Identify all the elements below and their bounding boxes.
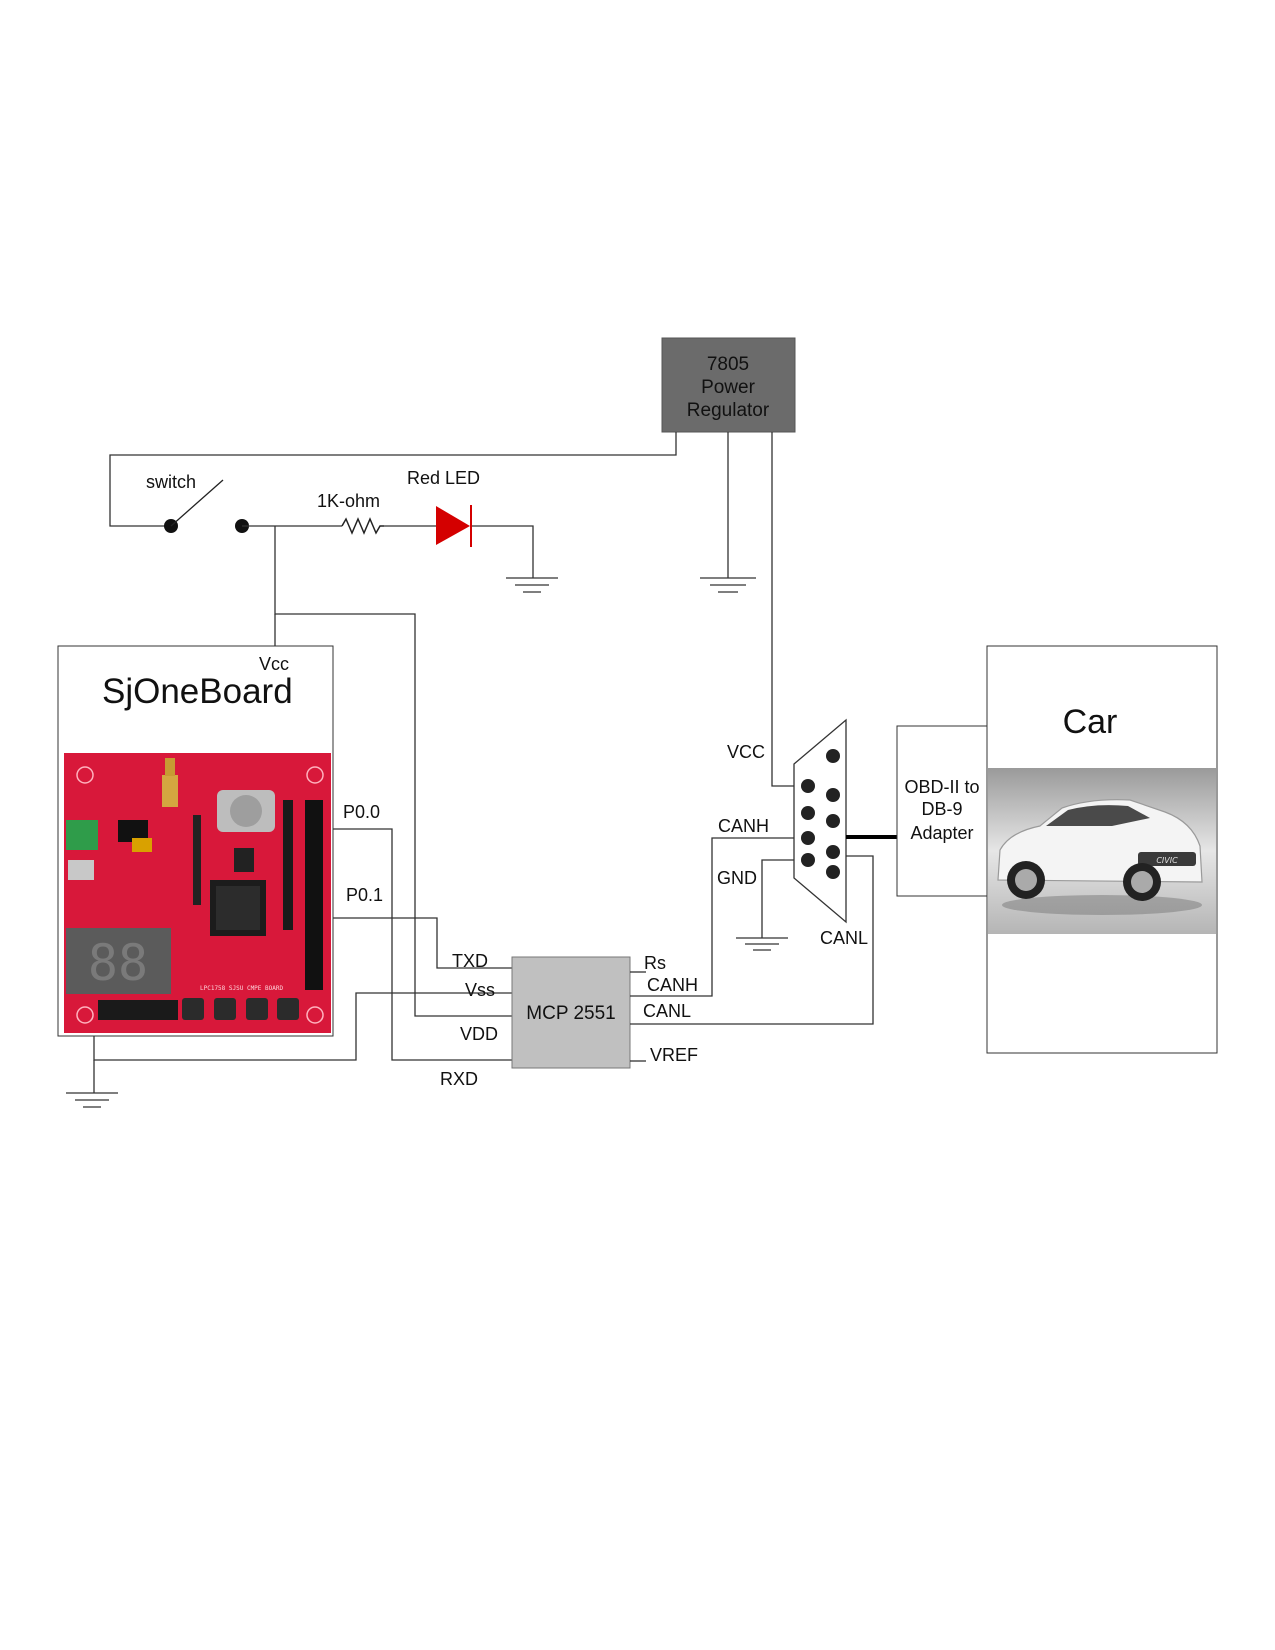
regulator-label-line2: Power — [701, 377, 756, 398]
mcp2551-chip — [511, 956, 631, 1069]
db9-canl-label: CANL — [820, 928, 868, 948]
switch-label: switch — [146, 472, 196, 492]
regulator-label-line3: Regulator — [687, 400, 770, 421]
mcp-pin-txd-label: TXD — [452, 951, 488, 971]
mcp-right-wires — [630, 837, 874, 1062]
red-led-label: Red LED — [407, 468, 480, 488]
ground-symbol-led — [506, 577, 558, 593]
sjone-board-photo: 88 LPC1758 SJSU CMPE BOARD — [64, 753, 331, 1033]
sjone-board-silkscreen: LPC1758 SJSU CMPE BOARD — [200, 985, 283, 992]
resistor-led-wires — [242, 525, 534, 1017]
mcp-pin-rxd-label: RXD — [440, 1069, 478, 1089]
obd-adapter-box — [896, 725, 988, 897]
db9-vcc-label: VCC — [727, 742, 765, 762]
sjone-board-title: SjOneBoard — [102, 672, 293, 711]
mcp-pin-vdd-label: VDD — [460, 1024, 498, 1044]
db9-canh-label: CANH — [718, 816, 769, 836]
car-model-badge: CIVIC — [1156, 856, 1178, 865]
car-photo: CIVIC — [988, 768, 1216, 934]
ground-symbol-db9 — [736, 937, 788, 951]
adapter-label-line2: DB-9 — [921, 799, 962, 819]
sjone-mcp-wires — [93, 828, 512, 1093]
resistor-symbol — [341, 517, 384, 535]
sjone-vcc-label: Vcc — [259, 654, 289, 674]
ground-symbol-regulator — [700, 577, 756, 593]
mcp-pin-vss-label: Vss — [465, 980, 495, 1000]
resistor-label: 1K-ohm — [317, 491, 380, 511]
mcp2551-label: MCP 2551 — [526, 1003, 615, 1024]
sjone-pin-p01-label: P0.1 — [346, 885, 383, 905]
mcp-pin-rs-label: Rs — [644, 953, 666, 973]
regulator-label-line1: 7805 — [707, 354, 749, 375]
power-regulator-box — [661, 337, 796, 433]
adapter-label-line3: Adapter — [910, 823, 973, 843]
db9-gnd-label: GND — [717, 868, 757, 888]
mcp-pin-canl-label: CANL — [643, 1001, 691, 1021]
mcp-pin-vref-label: VREF — [650, 1045, 698, 1065]
svg-text:88: 88 — [88, 934, 148, 992]
car-title: Car — [1063, 703, 1118, 741]
mcp-pin-canh-label: CANH — [647, 975, 698, 995]
adapter-label-line1: OBD-II to — [904, 777, 979, 797]
sjone-pin-p00-label: P0.0 — [343, 802, 380, 822]
ground-symbol-board — [66, 1092, 118, 1108]
red-led-symbol — [436, 506, 470, 545]
db9-pins — [801, 749, 840, 879]
